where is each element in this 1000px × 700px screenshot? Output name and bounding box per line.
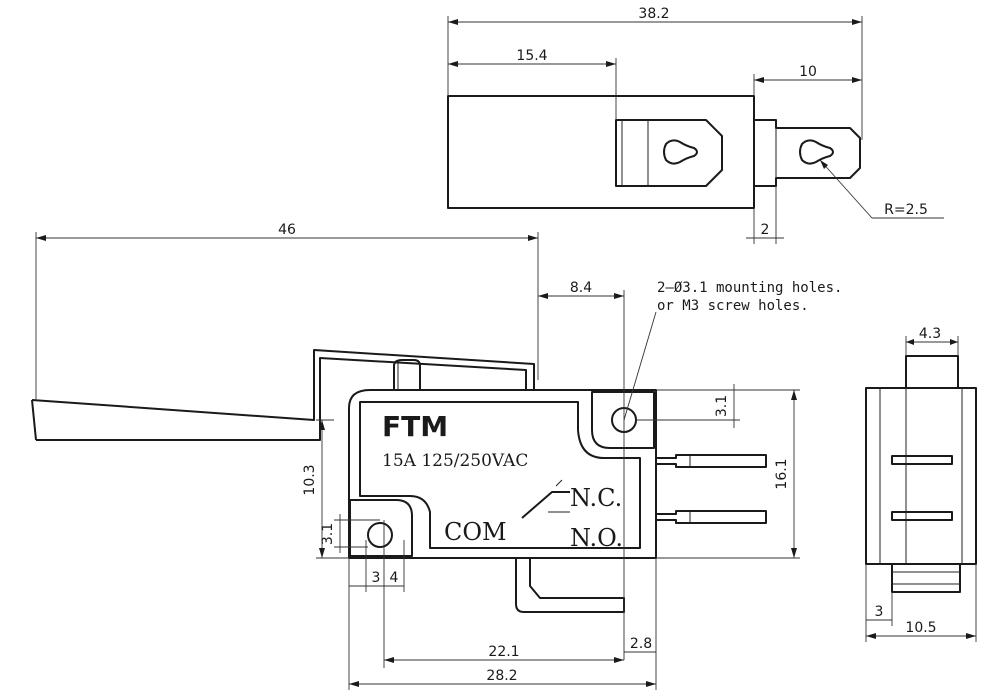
dim-hole-spacing: 22.1 bbox=[488, 644, 519, 660]
brand-logo: FTM bbox=[382, 410, 448, 443]
dim-overall-length: 38.2 bbox=[638, 6, 669, 22]
lever-lower bbox=[36, 357, 527, 441]
side-terminal-com bbox=[891, 563, 961, 593]
top-view-body bbox=[447, 95, 755, 209]
terminal-com-label: COM bbox=[444, 518, 507, 546]
dim-lever-offset: 8.4 bbox=[570, 280, 592, 296]
dim-left-height: 10.3 bbox=[302, 464, 318, 495]
terminal-nc bbox=[656, 454, 767, 468]
lever-upper bbox=[31, 349, 535, 421]
dim-hole-x-b: 4 bbox=[390, 570, 399, 586]
terminal-no bbox=[656, 510, 767, 524]
dim-top-width: 4.3 bbox=[919, 326, 941, 342]
mounting-hole-bottom bbox=[367, 522, 393, 548]
dim-terminal-gap: 2 bbox=[761, 222, 770, 238]
front-view-body bbox=[348, 389, 657, 559]
terminal-nc-label: N.C. bbox=[570, 484, 622, 512]
mount-boss-top bbox=[591, 391, 655, 449]
terminal-com bbox=[515, 558, 625, 613]
mounting-note-line2: or M3 screw holes. bbox=[657, 298, 809, 314]
dim-right-margin: 2.8 bbox=[630, 636, 652, 652]
dim-terminal-length: 10 bbox=[799, 64, 817, 80]
plunger bbox=[393, 359, 421, 390]
contact-spring bbox=[521, 491, 570, 519]
rating-label: 15A 125/250VAC bbox=[382, 451, 528, 471]
top-view-terminal-right bbox=[754, 119, 861, 187]
front-view: FTM 15A 125/250VAC N.C. COM N.O. 2–Ø3.1 … bbox=[31, 222, 842, 690]
dim-overall-width: 10.5 bbox=[905, 620, 936, 636]
body-recess bbox=[359, 401, 641, 549]
dim-radius: R=2.5 bbox=[884, 202, 928, 218]
dim-hole-top-offset: 3.1 bbox=[714, 395, 730, 417]
side-plunger bbox=[905, 355, 959, 389]
dim-hole-x-a: 3 bbox=[372, 570, 381, 586]
keyhole-right bbox=[799, 139, 834, 165]
mount-boss-bottom bbox=[349, 499, 413, 557]
side-view-body bbox=[865, 387, 977, 565]
dim-hole-bottom-offset: 3.1 bbox=[320, 523, 336, 545]
dim-bottom-offset: 3 bbox=[875, 604, 884, 620]
keyhole-left bbox=[663, 139, 698, 165]
dim-body-length: 28.2 bbox=[486, 668, 517, 684]
top-view-terminal-left bbox=[615, 119, 723, 187]
side-view: 4.3 3 10.5 bbox=[865, 326, 977, 642]
side-terminal-nc bbox=[891, 455, 953, 465]
dim-to-first-terminal: 15.4 bbox=[516, 48, 547, 64]
terminal-no-label: N.O. bbox=[570, 524, 623, 552]
top-view: 38.2 15.4 10 2 R=2.5 bbox=[447, 6, 944, 244]
dim-body-height: 16.1 bbox=[774, 458, 790, 489]
mounting-note-line1: 2–Ø3.1 mounting holes. bbox=[657, 280, 842, 296]
side-terminal-no bbox=[891, 511, 953, 521]
dim-lever-length: 46 bbox=[278, 222, 296, 238]
